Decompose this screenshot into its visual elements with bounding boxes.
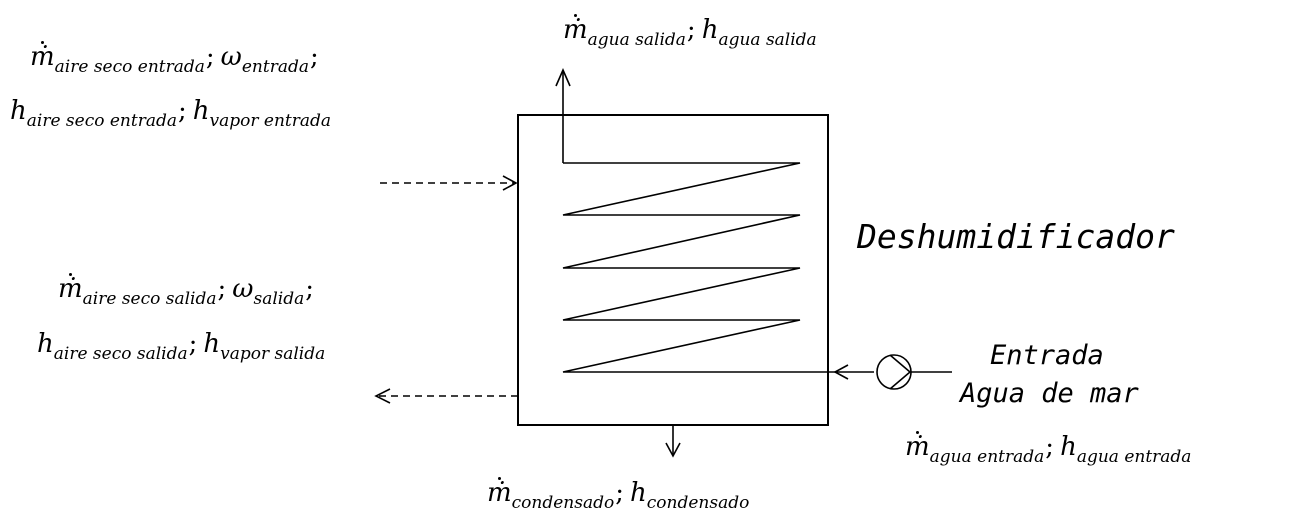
separator: ; [188, 329, 198, 359]
water-inlet-label: ṁagua entrada;hagua entrada [905, 431, 1192, 467]
seawater-inlet-label-line2: Agua de mar [960, 378, 1139, 409]
water-outlet-arrowhead [555, 68, 571, 87]
condensate-label: ṁcondensado;hcondensado [487, 477, 750, 513]
enthalpy-symbol: h [37, 329, 54, 359]
humidity-ratio-symbol: ω [220, 42, 242, 72]
enthalpy-symbol: h [701, 15, 719, 45]
humidity-ratio-symbol: ω [232, 274, 254, 304]
air-outlet-label-line1: ṁaire seco salida;ωsalida; [58, 273, 320, 309]
enthalpy-symbol: h [10, 96, 27, 126]
air-outlet-dry-air-enthalpy-sub: aire seco salida [53, 344, 188, 364]
water-inlet-mass-sub: agua entrada [929, 447, 1045, 467]
separator: ; [615, 478, 624, 508]
air-inlet-humidity-sub: entrada [241, 57, 309, 77]
mass-flow-symbol: ṁ [58, 273, 83, 304]
air-inlet-dry-air-enthalpy-sub: aire seco entrada [26, 111, 177, 131]
air-outlet-mass-sub: aire seco salida [82, 289, 217, 309]
dehumidifier-box [517, 114, 829, 426]
separator: ; [305, 274, 315, 304]
separator: ; [217, 274, 227, 304]
enthalpy-symbol: h [192, 96, 210, 126]
mass-flow-symbol: ṁ [30, 41, 55, 72]
air-outlet-humidity-sub: salida [253, 289, 305, 309]
condensate-enthalpy-sub: condensado [646, 493, 750, 513]
air-outlet-label-line2: haire seco salida;hvapor salida [37, 331, 325, 363]
air-inlet-mass-sub: aire seco entrada [54, 57, 205, 77]
separator: ; [177, 96, 187, 126]
pump-icon [876, 354, 912, 390]
separator: ; [686, 15, 696, 45]
mass-flow-symbol: ṁ [905, 431, 930, 462]
separator: ; [1045, 432, 1055, 462]
mass-flow-symbol: ṁ [563, 14, 588, 45]
seawater-inlet-label-line1: Entrada [990, 340, 1104, 371]
seawater-inlet-arrowhead [833, 364, 849, 380]
pump-triangle [889, 354, 912, 390]
enthalpy-symbol: h [630, 478, 647, 508]
condensate-mass-sub: condensado [511, 493, 615, 513]
separator: ; [309, 42, 319, 72]
enthalpy-symbol: h [1060, 432, 1077, 462]
water-outlet-mass-sub: agua salida [587, 30, 686, 50]
enthalpy-symbol: h [203, 329, 221, 359]
air-inlet-arrowhead [502, 175, 518, 191]
equipment-title: Deshumidificador [857, 217, 1175, 256]
water-outlet-label: ṁagua salida;hagua salida [563, 14, 817, 50]
separator: ; [205, 42, 215, 72]
air-outlet-arrowhead [374, 388, 391, 404]
water-outlet-enthalpy-sub: agua salida [718, 30, 817, 50]
mass-flow-symbol: ṁ [487, 477, 512, 508]
air-outlet-vapor-enthalpy-sub: vapor salida [220, 344, 326, 364]
water-inlet-enthalpy-sub: agua entrada [1076, 447, 1192, 467]
cooling-coil [562, 162, 838, 373]
air-inlet-vapor-enthalpy-sub: vapor entrada [209, 111, 332, 131]
air-inlet-label-line2: haire seco entrada;hvapor entrada [10, 98, 331, 130]
air-inlet-label-line1: ṁaire seco entrada;ωentrada; [30, 41, 325, 77]
condensate-arrowhead [665, 442, 681, 458]
